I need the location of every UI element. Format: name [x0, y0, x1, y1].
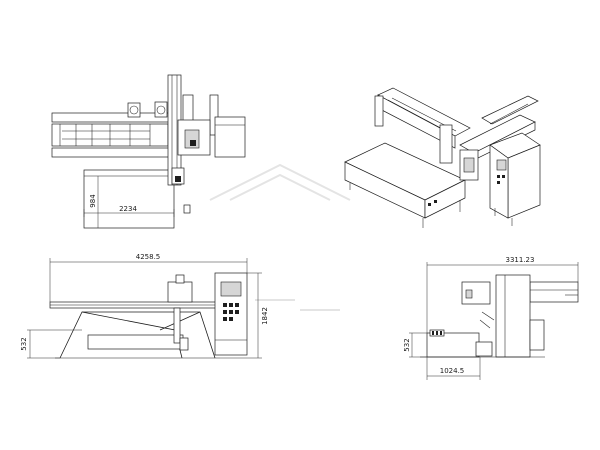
dimension-height-label: 1842	[261, 307, 269, 325]
watermark-logo	[209, 163, 351, 311]
front-view-base	[59, 311, 216, 359]
top-view-rail-upper	[51, 112, 173, 123]
side-view-arm	[461, 281, 491, 305]
side-view-column	[495, 274, 531, 358]
dimension-table-height-label: 532	[20, 337, 28, 350]
top-view-motor-box	[214, 116, 246, 158]
dimension-depth-label: 984	[89, 194, 97, 208]
isometric-view	[344, 87, 541, 228]
front-view: 4258.5 1842 532	[20, 253, 269, 359]
top-view-roller-left	[127, 102, 141, 118]
dimension-table-depth-label: 1024.5	[440, 367, 465, 375]
side-view-rail	[529, 281, 579, 303]
dimension-side-length-label: 3311.23	[506, 256, 535, 264]
top-view-table-outline	[83, 169, 175, 229]
dimension-side-table-height-label: 532	[403, 338, 411, 351]
top-view: 2234 984	[51, 74, 246, 229]
dimension-width-label: 2234	[119, 205, 137, 213]
top-view-roller-right	[154, 101, 168, 118]
front-view-frame	[87, 334, 184, 350]
top-view-rail-lower	[51, 147, 173, 158]
side-view: 3311.23 532 1024.5	[403, 256, 579, 380]
front-view-gantry-head	[167, 281, 193, 303]
iso-cabinet-screen	[496, 159, 507, 171]
front-view-cabinet-screen	[220, 281, 242, 297]
dimension-overall-length-label: 4258.5	[136, 253, 161, 261]
side-view-table	[426, 332, 480, 358]
